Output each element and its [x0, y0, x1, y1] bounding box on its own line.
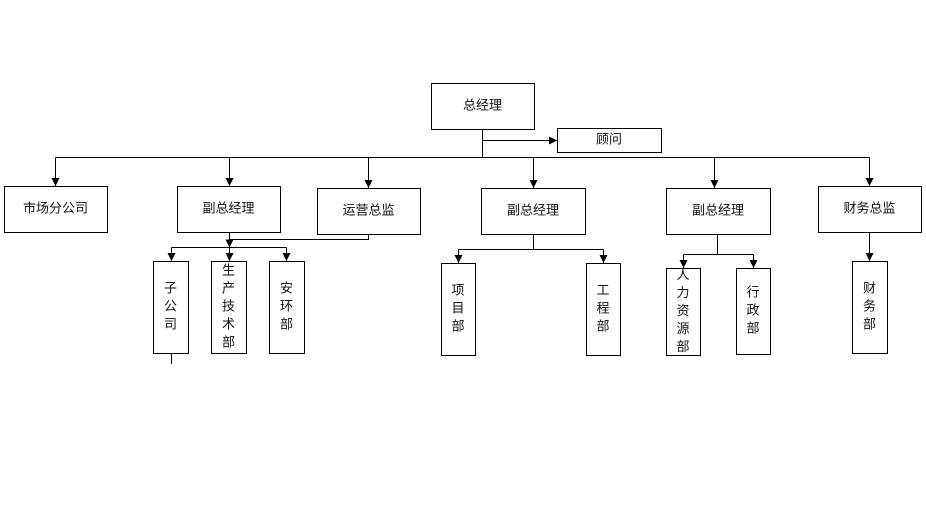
- org-node-vp1: 副总经理: [177, 186, 281, 233]
- org-node-box: [666, 268, 701, 356]
- org-node-box: [818, 186, 922, 233]
- org-node-advisor: 顾问: [557, 128, 662, 153]
- connectors: [51, 129, 874, 364]
- org-node-box: [441, 263, 476, 356]
- org-node-label-char: 公: [164, 300, 177, 315]
- org-node-label-char: 技: [222, 300, 235, 315]
- org-node-box: [557, 128, 662, 153]
- org-node-admin: 行政部: [736, 268, 771, 355]
- org-node-safety: 安环部: [269, 261, 305, 354]
- org-node-label-char: 源: [676, 322, 689, 337]
- org-node-box: [317, 188, 421, 235]
- org-node-box: [269, 261, 305, 354]
- nodes: 总经理顾问市场分公司副总经理运营总监副总经理副总经理财务总监子公司生产技术部安环…: [4, 83, 922, 356]
- org-node-label-char: 部: [451, 320, 464, 335]
- org-node-label-char: 程: [596, 302, 609, 317]
- org-node-label-char: 目: [451, 302, 464, 317]
- org-node-label-char: 产: [222, 282, 235, 297]
- org-node-label-char: 资: [676, 304, 689, 319]
- org-node-label: 副总经理: [507, 204, 559, 219]
- org-node-ops: 运营总监: [317, 188, 421, 235]
- org-node-project: 项目部: [441, 263, 476, 356]
- org-node-label-char: 务: [863, 299, 876, 315]
- org-node-finance: 财务部: [852, 261, 888, 354]
- org-node-cfo: 财务总监: [818, 186, 922, 233]
- org-node-label-char: 术: [222, 318, 235, 333]
- org-node-label: 顾问: [596, 133, 622, 148]
- org-node-engineering: 工程部: [586, 263, 621, 356]
- org-node-label-char: 司: [164, 318, 177, 333]
- org-node-label-char: 安: [280, 282, 293, 297]
- org-node-label-char: 政: [746, 304, 759, 319]
- org-node-label-char: 环: [280, 300, 293, 315]
- org-node-vp3: 副总经理: [666, 188, 771, 235]
- org-node-label-char: 部: [222, 336, 235, 351]
- org-node-label: 总经理: [463, 99, 502, 114]
- org-node-box: [4, 186, 108, 233]
- org-node-label: 财务总监: [843, 201, 895, 217]
- org-node-label-char: 部: [280, 318, 293, 333]
- org-node-label-char: 部: [676, 340, 689, 355]
- org-node-market: 市场分公司: [4, 186, 108, 233]
- org-node-label-char: 部: [863, 318, 876, 333]
- org-node-gm: 总经理: [431, 83, 535, 130]
- org-node-label: 市场分公司: [23, 201, 88, 217]
- org-node-subsidiary: 子公司: [153, 261, 189, 354]
- org-node-label-char: 生: [222, 264, 235, 279]
- org-node-label-char: 力: [676, 286, 689, 301]
- org-node-box: [586, 263, 621, 356]
- org-node-label-char: 子: [164, 282, 177, 297]
- org-node-label: 副总经理: [692, 204, 744, 219]
- org-node-box: [177, 186, 281, 233]
- org-node-box: [666, 188, 771, 235]
- org-node-label-char: 财: [863, 282, 876, 297]
- org-node-box: [153, 261, 189, 354]
- org-node-box: [852, 261, 888, 354]
- org-node-box: [736, 268, 771, 355]
- org-node-label-char: 部: [596, 320, 609, 335]
- org-node-box: [211, 261, 247, 354]
- connector-ops-prodtech: [225, 234, 369, 248]
- org-node-label-char: 部: [746, 322, 759, 337]
- org-node-label-char: 项: [451, 284, 464, 299]
- org-node-label-char: 人: [676, 268, 689, 283]
- org-node-label: 运营总监: [342, 204, 394, 219]
- org-node-label-char: 行: [746, 286, 759, 301]
- org-node-vp2: 副总经理: [481, 188, 586, 235]
- org-node-box: [431, 83, 535, 130]
- org-node-box: [481, 188, 586, 235]
- org-node-label-char: 工: [596, 284, 609, 299]
- org-node-label: 副总经理: [202, 202, 254, 217]
